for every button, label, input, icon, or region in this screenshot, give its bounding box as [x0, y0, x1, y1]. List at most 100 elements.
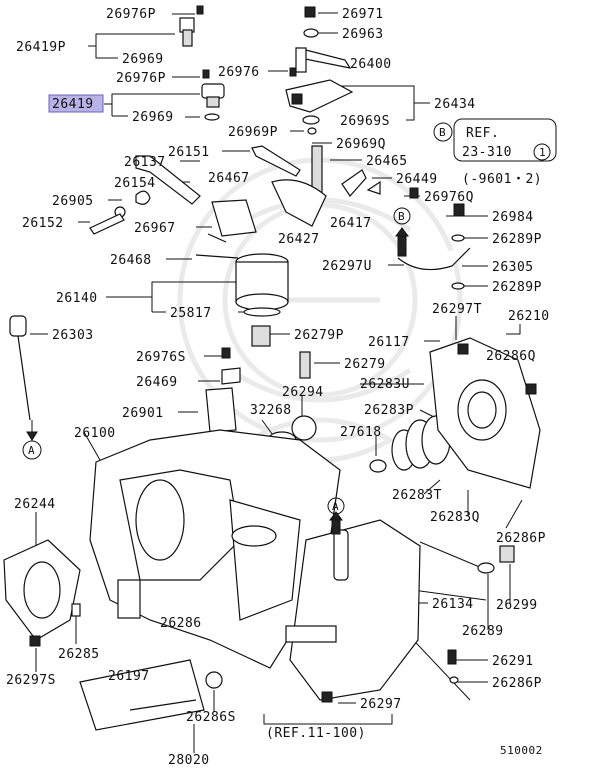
left-linkage-parts	[89, 155, 257, 259]
label-26963: 26963	[342, 27, 384, 42]
label-26434: 26434	[434, 97, 476, 112]
label-26976s: 26976S	[136, 350, 186, 365]
label-26449: 26449	[396, 172, 438, 187]
transmission-case	[89, 429, 341, 669]
label-26279: 26279	[344, 357, 386, 372]
label-26976: 26976	[218, 65, 260, 80]
label-26969q: 26969Q	[336, 137, 386, 152]
label-26283p: 26283P	[364, 403, 414, 418]
label-26967: 26967	[134, 221, 176, 236]
label-26137: 26137	[124, 155, 166, 170]
label-26289p-b: 26289P	[492, 280, 542, 295]
label-26449-note: (-9601・2)	[462, 172, 542, 187]
label-26100: 26100	[74, 426, 116, 441]
label-26419: 26419	[52, 97, 94, 112]
label-26289: 26289	[462, 624, 504, 639]
ref-text-line1: REF.	[466, 126, 499, 141]
label-27618: 27618	[340, 425, 382, 440]
ref-text-line2: 23-310	[462, 145, 512, 160]
label-26286q: 26286Q	[486, 349, 536, 364]
label-ref-bottom: (REF.11-100)	[266, 726, 366, 741]
oil-pan	[285, 519, 515, 703]
label-26303: 26303	[52, 328, 94, 343]
ref-circle-b	[433, 122, 453, 142]
label-26134: 26134	[432, 597, 474, 612]
ref-circle-1-text: 1	[539, 146, 546, 159]
circle-b-marker	[393, 207, 411, 225]
label-26117: 26117	[368, 335, 410, 350]
label-26294: 26294	[282, 385, 324, 400]
label-26465: 26465	[366, 154, 408, 169]
bell-housing	[3, 539, 81, 647]
circle-a-left-marker	[22, 440, 42, 460]
label-26154: 26154	[114, 176, 156, 191]
label-26969p: 26969P	[228, 125, 278, 140]
label-26417: 26417	[330, 216, 372, 231]
parts-artwork	[3, 5, 541, 731]
ref-bracket	[263, 714, 393, 725]
label-28020: 28020	[168, 753, 210, 768]
dipstick	[9, 315, 38, 441]
arrow-b	[395, 227, 409, 257]
label-26969-a: 26969	[122, 52, 164, 67]
oil-strainer	[79, 659, 223, 731]
label-26297s: 26297S	[6, 673, 56, 688]
label-26285: 26285	[58, 647, 100, 662]
label-26969-b: 26969	[132, 110, 174, 125]
part-labels: 26976P 26971 26419P 26963 26969 26400 26…	[6, 7, 550, 768]
label-26984: 26984	[492, 210, 534, 225]
label-26279p: 26279P	[294, 328, 344, 343]
speed-sensor-lower	[201, 69, 225, 121]
label-26976p-b: 26976P	[116, 71, 166, 86]
circle-b-text: B	[398, 210, 405, 223]
ref-circle-1	[533, 143, 551, 161]
label-26469: 26469	[136, 375, 178, 390]
label-26969s: 26969S	[340, 114, 390, 129]
label-26299: 26299	[496, 598, 538, 613]
select-lever-assembly	[285, 6, 354, 135]
oil-cooler-pipe	[397, 203, 471, 290]
label-26140: 26140	[56, 291, 98, 306]
label-32268: 32268	[250, 403, 292, 418]
ref-box	[453, 118, 557, 162]
label-26152: 26152	[22, 216, 64, 231]
label-26286p-b: 26286P	[492, 676, 542, 691]
label-26905: 26905	[52, 194, 94, 209]
label-26976q: 26976Q	[424, 190, 474, 205]
diagram-id: 510002	[500, 744, 543, 757]
label-25817: 25817	[170, 306, 212, 321]
label-26971: 26971	[342, 7, 384, 22]
label-26283t: 26283T	[392, 488, 442, 503]
oil-filter	[235, 253, 289, 347]
label-26283q: 26283Q	[430, 510, 480, 525]
label-26976p-top: 26976P	[106, 7, 156, 22]
circle-a-left-text: A	[28, 444, 35, 457]
speed-sensor-upper	[179, 5, 204, 47]
label-26291: 26291	[492, 654, 534, 669]
label-26151: 26151	[168, 145, 210, 160]
arrow-a	[329, 511, 343, 535]
label-26210: 26210	[508, 309, 550, 324]
label-26286: 26286	[160, 616, 202, 631]
label-26427: 26427	[278, 232, 320, 247]
label-26197: 26197	[108, 669, 150, 684]
label-26901: 26901	[122, 406, 164, 421]
label-26283u: 26283U	[360, 377, 410, 392]
highlight-26419	[48, 94, 104, 113]
label-26297u: 26297U	[322, 259, 372, 274]
label-26289p-a: 26289P	[492, 232, 542, 247]
label-26286p-a: 26286P	[496, 531, 546, 546]
ref-circle-b-text: B	[439, 126, 446, 139]
transfer-cover	[429, 337, 541, 489]
label-26305: 26305	[492, 260, 534, 275]
label-26286s: 26286S	[186, 710, 236, 725]
label-26400: 26400	[350, 57, 392, 72]
manual-valve-linkage	[251, 145, 419, 227]
label-26468: 26468	[110, 253, 152, 268]
label-26244: 26244	[14, 497, 56, 512]
label-26419p: 26419P	[16, 40, 66, 55]
label-26297t: 26297T	[432, 302, 482, 317]
label-26297: 26297	[360, 697, 402, 712]
circle-a-mid-text: A	[332, 500, 339, 513]
